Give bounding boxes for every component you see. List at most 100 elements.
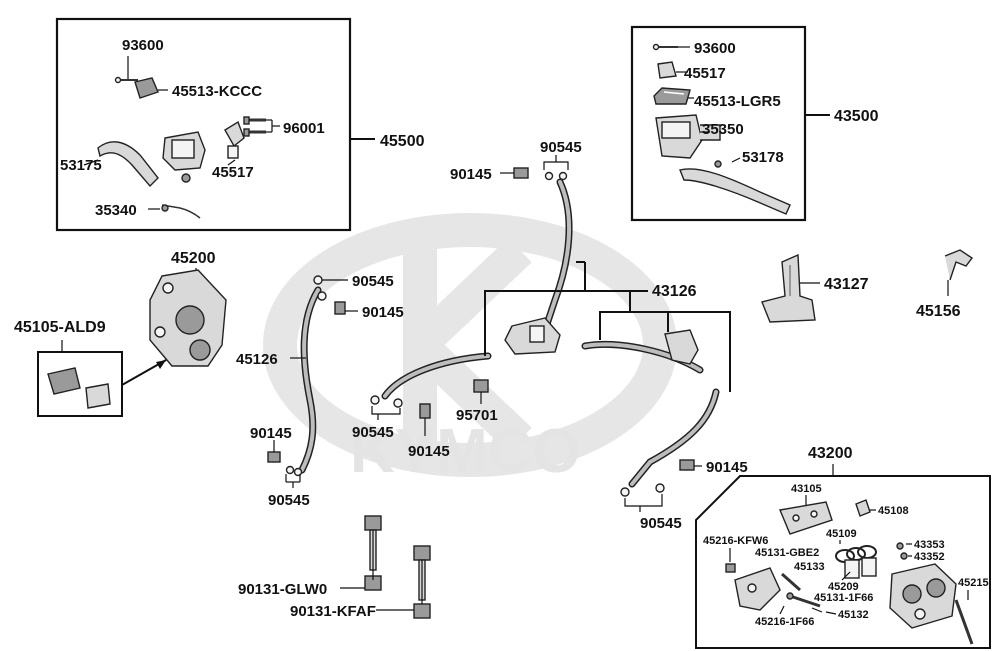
label-45108: 45108 [878,505,909,517]
reservoir-cap-icon [134,77,159,99]
label-45156: 45156 [916,303,961,320]
label-93600-right: 93600 [694,40,736,57]
clamp-bracket-icon [224,120,245,159]
label-43353: 43353 [914,539,945,551]
clip-icon [855,499,871,517]
label-53178: 53178 [742,149,784,166]
label-45109: 45109 [826,528,857,540]
label-90545-top: 90545 [540,139,582,156]
washer-icon [544,171,554,181]
washer-icon [285,465,295,475]
label-45133: 45133 [794,561,825,573]
label-90145-lower: 90145 [408,443,450,460]
label-43126: 43126 [652,283,697,300]
washer-icon [655,483,665,493]
brake-pads-icon [47,367,111,409]
label-45131-gbe2: 45131-GBE2 [755,547,819,559]
group-90131: 90131-GLW0 90131-KFAF [238,515,431,620]
label-90145-right: 90145 [706,459,748,476]
hose-45126: 90545 90145 45126 90145 90545 [236,273,404,509]
pin-icon [786,592,821,608]
caliper-body-icon [889,563,957,629]
washer-icon [317,291,327,301]
label-90145-left-bottom: 90145 [250,425,292,442]
label-45500: 45500 [380,133,425,150]
pin-icon [652,43,678,51]
reservoir-cap-icon [653,87,691,105]
label-96001: 96001 [283,120,325,137]
small-parts-icon [896,542,908,560]
label-90145-top: 90145 [450,166,492,183]
label-90545-left-bottom: 90545 [268,492,310,509]
label-53175: 53175 [60,157,102,174]
label-45216-1f66: 45216-1F66 [755,616,814,628]
bracket-icon [761,253,816,323]
watermark-text: KYMCO [350,417,581,486]
hose-43126: 43126 90545 90145 90545 90145 95701 9014… [352,139,748,532]
label-90545-mid: 90545 [352,273,394,290]
label-43127: 43127 [824,276,869,293]
label-95701: 95701 [456,407,498,424]
label-90131-glw0: 90131-GLW0 [238,581,327,598]
pad-spring-icon [779,501,833,535]
switch-icon [161,204,201,219]
label-43500: 43500 [834,108,879,125]
bleeder-icon [954,599,974,645]
label-45517-left: 45517 [212,164,254,181]
label-45209: 45209 [828,581,859,593]
label-45131-1f66: 45131-1F66 [814,592,873,604]
label-93600-left: 93600 [122,37,164,54]
clamp-icon [657,61,677,79]
label-45132: 45132 [838,609,869,621]
washer-icon [293,467,303,477]
bolt-icon [725,563,736,573]
brake-lever-icon [679,160,791,215]
label-45126: 45126 [236,351,278,368]
washer-icon [313,275,323,285]
bolt-icon [267,451,281,463]
bolt-icon [473,379,489,393]
bolt-icon [419,403,431,419]
washer-icon [620,487,630,497]
group-45500: 45500 93600 45513-KCCC 53175 45517 [55,17,425,232]
box-45500 [55,17,352,232]
group-43200: 43200 43105 45108 45216-KFW6 45109 45131… [695,445,991,649]
banjo-fitting-icon [664,329,699,365]
label-90145-mid: 90145 [362,304,404,321]
bolt-icon [513,167,529,179]
pin-icon [114,76,138,84]
group-43127: 43127 [761,253,869,323]
label-45105-ald9: 45105-ALD9 [14,319,106,336]
pin-icon [781,572,801,592]
master-cylinder-icon [162,131,206,183]
label-45513-lgr5: 45513-LGR5 [694,93,781,110]
label-90131-kfaf: 90131-KFAF [290,603,376,620]
label-43105: 43105 [791,483,822,495]
washer-icon [393,398,403,408]
label-90545-lower: 90545 [352,424,394,441]
group-45200: 45200 45105-ALD9 [14,250,227,417]
bracket-plate-icon [734,567,781,611]
group-43500: 43500 93600 45517 45513-LGR5 35350 [630,25,879,222]
caliper-icon [149,269,227,367]
hose-clip-icon [944,249,974,281]
bolt-icon [679,459,695,471]
brake-lever-icon [97,141,159,188]
label-43200: 43200 [808,445,853,462]
label-90545-right: 90545 [640,515,682,532]
washer-icon [558,171,568,181]
label-35340: 35340 [95,202,137,219]
label-45517-right: 45517 [684,65,726,82]
label-45215: 45215 [958,577,989,589]
junction-block-icon [504,317,561,355]
bolts-icon [243,116,266,137]
label-35350: 35350 [702,121,744,138]
washer-icon [370,395,380,405]
bolt-icon [334,301,346,315]
label-43352: 43352 [914,551,945,563]
label-45200: 45200 [171,250,216,267]
label-45216-kfw6: 45216-KFW6 [703,535,768,547]
label-45513-kccc: 45513-KCCC [172,83,262,100]
